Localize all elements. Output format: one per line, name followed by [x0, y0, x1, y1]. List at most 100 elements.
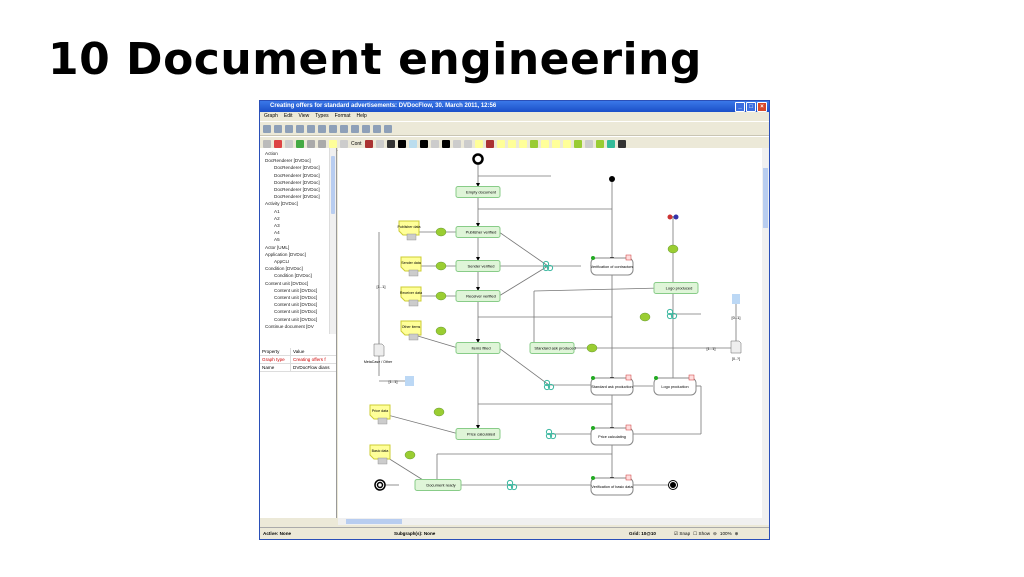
- type-tool-icon[interactable]: [551, 139, 560, 148]
- tree-item[interactable]: A5: [274, 237, 280, 243]
- activity-label[interactable]: Price calculating: [598, 435, 626, 439]
- note-label[interactable]: Sender data: [401, 261, 421, 265]
- tree-item[interactable]: Actor [UML]: [265, 244, 290, 250]
- activity-label[interactable]: Verification of contractors: [591, 265, 634, 269]
- end-node-inner[interactable]: [376, 481, 384, 489]
- type-tool-icon[interactable]: [285, 139, 293, 148]
- tree-item[interactable]: A1: [274, 208, 280, 214]
- zoom-out-icon[interactable]: ⊖: [713, 530, 717, 536]
- copy-icon[interactable]: [296, 124, 304, 133]
- state-label[interactable]: Price calculated: [467, 432, 495, 437]
- type-tool-icon[interactable]: [307, 139, 315, 148]
- gear-icon[interactable]: [586, 343, 598, 353]
- junction-icon[interactable]: [670, 312, 678, 320]
- maximize-button[interactable]: □: [746, 102, 756, 112]
- minimize-button[interactable]: _: [735, 102, 745, 112]
- tree-item[interactable]: Content unit [DVDoc]: [265, 280, 309, 286]
- junction-icon[interactable]: [543, 379, 551, 387]
- type-tool-icon[interactable]: [507, 139, 516, 148]
- tree-item[interactable]: AppCLI: [274, 259, 290, 265]
- snap-checkbox[interactable]: ☑ Snap: [674, 530, 691, 536]
- table-icon[interactable]: [377, 457, 388, 465]
- paste-icon[interactable]: [307, 124, 315, 133]
- type-tool-icon[interactable]: [430, 139, 439, 148]
- gear-icon[interactable]: [435, 227, 447, 237]
- end-node[interactable]: [374, 479, 386, 491]
- junction-icon[interactable]: [549, 432, 557, 440]
- actor-icon[interactable]: [673, 214, 679, 220]
- junction-icon[interactable]: [542, 264, 550, 272]
- type-tool-icon[interactable]: [419, 139, 428, 148]
- state-label[interactable]: Logo produced: [666, 286, 693, 291]
- type-tool-icon[interactable]: [375, 139, 384, 148]
- type-tool-icon[interactable]: [562, 139, 571, 148]
- tree-item[interactable]: DocRenderer [DVDoc]: [274, 187, 320, 193]
- zoom-icon[interactable]: [351, 124, 359, 133]
- menu-edit[interactable]: Edit: [283, 113, 293, 119]
- initial-node[interactable]: [609, 176, 615, 182]
- placeholder-box[interactable]: [405, 376, 414, 386]
- junction-icon[interactable]: [666, 308, 674, 316]
- menu-types[interactable]: Types: [315, 113, 329, 119]
- tree-item[interactable]: Content unit [DVDoc]: [274, 287, 318, 293]
- state-node[interactable]: [653, 282, 699, 294]
- table-icon[interactable]: [408, 333, 419, 341]
- junction-icon[interactable]: [545, 428, 553, 436]
- delete-icon[interactable]: [384, 124, 392, 133]
- document-icon[interactable]: [688, 374, 695, 381]
- junction-icon[interactable]: [542, 260, 550, 268]
- type-tool-icon[interactable]: [340, 139, 348, 148]
- tree-item[interactable]: DocRenderer [DVDoc]: [274, 172, 320, 178]
- page2-icon[interactable]: [373, 124, 381, 133]
- type-tool-icon[interactable]: [329, 139, 337, 148]
- junction-icon[interactable]: [506, 483, 514, 491]
- doc-label[interactable]: [0..?]: [732, 357, 740, 361]
- gear-icon[interactable]: [667, 244, 679, 254]
- document-icon[interactable]: [625, 374, 632, 381]
- show-checkbox[interactable]: ☐ Show: [693, 530, 711, 536]
- state-node[interactable]: [455, 342, 501, 354]
- junction-icon[interactable]: [546, 264, 554, 272]
- gear-icon[interactable]: [404, 450, 416, 460]
- zoom-in-icon[interactable]: ⊕: [734, 530, 739, 536]
- menu-help[interactable]: Help: [356, 113, 367, 119]
- state-node[interactable]: [455, 186, 501, 198]
- type-tool-icon[interactable]: [397, 139, 406, 148]
- junction-icon[interactable]: [547, 383, 555, 391]
- junction-icon[interactable]: [543, 383, 551, 391]
- activity-marker-icon[interactable]: [591, 376, 595, 380]
- type-tool-icon[interactable]: [518, 139, 527, 148]
- type-tool-icon[interactable]: [296, 139, 304, 148]
- state-label[interactable]: Items filled: [471, 346, 490, 351]
- state-node[interactable]: [529, 342, 575, 354]
- type-tool-icon[interactable]: [463, 139, 472, 148]
- page-icon[interactable]: [362, 124, 370, 133]
- note-label[interactable]: Other items: [402, 325, 421, 329]
- redo-icon[interactable]: [329, 124, 337, 133]
- type-tool-icon[interactable]: [386, 139, 395, 148]
- note-label[interactable]: Price data: [372, 409, 388, 413]
- gear-icon[interactable]: [435, 291, 447, 301]
- activity-label[interactable]: Verification of basic data: [591, 485, 633, 489]
- type-tool-icon[interactable]: [452, 139, 461, 148]
- activity-marker-icon[interactable]: [654, 376, 658, 380]
- activity-marker-icon[interactable]: [591, 256, 595, 260]
- activity-node[interactable]: [590, 377, 634, 396]
- activity-label[interactable]: Standard ask production: [591, 385, 632, 389]
- table-icon[interactable]: [408, 269, 419, 277]
- type-tool-icon[interactable]: [318, 139, 326, 148]
- canvas-vscrollbar[interactable]: [762, 148, 769, 518]
- gear-icon[interactable]: [435, 261, 447, 271]
- state-node[interactable]: [455, 226, 501, 238]
- undo-icon[interactable]: [318, 124, 326, 133]
- tree-item[interactable]: DocRenderer [DVDoc]: [274, 194, 320, 200]
- tree-item[interactable]: Content unit [DVDoc]: [274, 309, 318, 315]
- activity-node[interactable]: [590, 257, 634, 276]
- activity-node[interactable]: [653, 377, 697, 396]
- junction-icon[interactable]: [545, 432, 553, 440]
- tree-item[interactable]: DocRenderer [DVDoc]: [274, 179, 320, 185]
- type-tool-icon[interactable]: [595, 139, 604, 148]
- activity-marker-icon[interactable]: [591, 426, 595, 430]
- state-label[interactable]: Sender verified: [468, 264, 495, 269]
